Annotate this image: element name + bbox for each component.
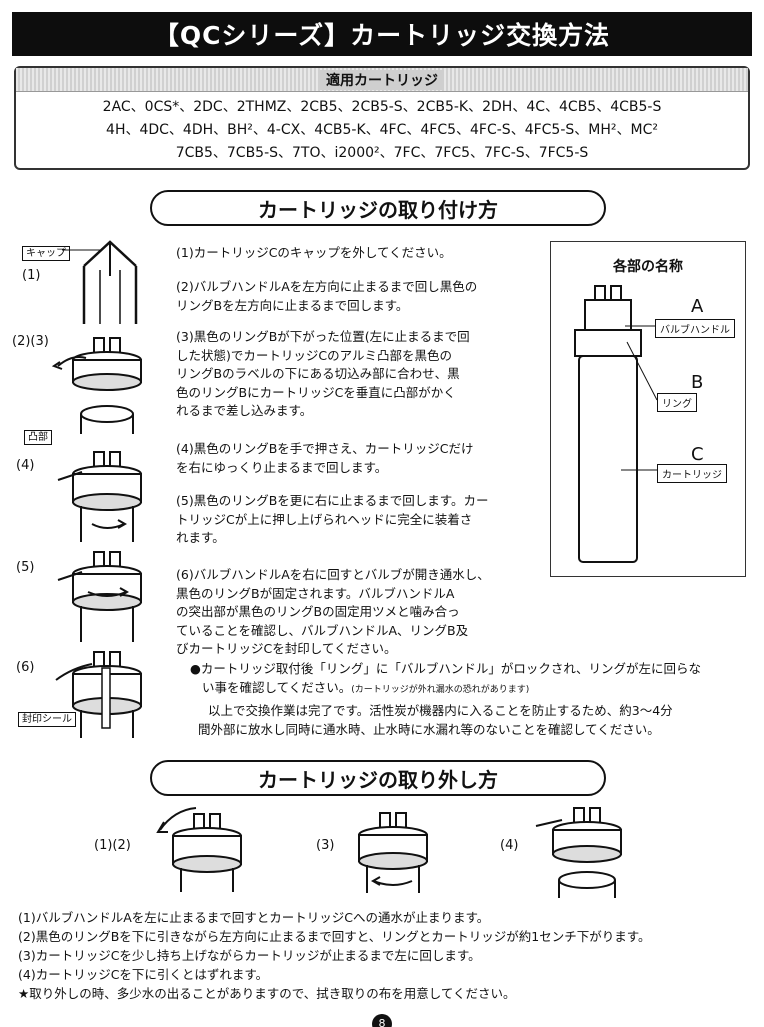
compatible-list: 2AC、0CS*、2DC、2THMZ、2CB5、2CB5-S、2CB5-K、2D… (16, 96, 748, 165)
part-letter-b: B (691, 372, 704, 393)
ring-handle-illustration-2-3 (51, 337, 142, 434)
step-line: れるまで差し込みます。 (176, 403, 313, 418)
cartridge-cap-illustration (62, 240, 138, 324)
part-letter-c: C (691, 444, 704, 465)
figure-number: (5) (16, 560, 35, 575)
step-line: (4)黒色のリングBを手で押さえ、カートリッジCだけ (176, 441, 474, 456)
note-cont: い事を確認してください。 (202, 679, 352, 695)
parts-title: 各部の名称 (613, 259, 683, 275)
convex-label: 凸部 (24, 430, 52, 445)
attach-step-3: (3)黒色のリングBが下がった位置(左に止まるまで回 した状態)でカートリッジC… (176, 328, 470, 421)
step-line: 黒色のリングBが固定されます。バルブハンドルA (176, 585, 455, 601)
ring-handle-illustration-4 (57, 451, 142, 542)
figure-number: (6) (16, 660, 35, 675)
remove-warning: ★取り外しの時、多少水の出ることがありますので、拭き取りの布を用意してください。 (18, 986, 516, 1001)
ring-handle-illustration-5 (57, 551, 142, 642)
step-line: れます。 (176, 530, 225, 545)
remove-illustration-1-2 (156, 807, 242, 892)
step-line: を右にゆっくり止まるまで回します。 (176, 459, 388, 475)
step-line: リングBを左方向に止まるまで回します。 (176, 297, 409, 313)
page-number: 8 (372, 1014, 392, 1027)
parts-leader-lines (621, 325, 658, 471)
figure-number: (2)(3) (12, 334, 49, 349)
step-line: (6)バルブハンドルAを右に回すとバルブが開き通水し、 (176, 567, 490, 582)
compatible-line: 7CB5、7CB5-S、7TO、i2000²、7FC、7FC5、7FC-S、7F… (175, 145, 589, 161)
remove-section-heading: カートリッジの取り外し方 (150, 760, 606, 796)
step-line: びカートリッジCを封印してください。 (176, 641, 397, 656)
attach-note: ●カートリッジ取付後「リング」に「バルブハンドル」がロックされ、リングが左に回ら… (190, 660, 701, 699)
step-line: トリッジCが上に押し上げられヘッドに完全に装着さ (176, 511, 473, 527)
remove-illustration-4 (535, 807, 622, 898)
remove-step-1: (1)バルブハンドルAを左に止まるまで回すとカートリッジCへの通水が止まります。 (18, 910, 490, 925)
finish-line: 間外部に放水し同時に通水時、止水時に水漏れ等のないことを確認してください。 (198, 721, 660, 737)
cartridge-parts-illustration (574, 285, 642, 563)
remove-step-2: (2)黒色のリングBを下に引きながら左方向に止まるまで回すと、リングとカートリッ… (18, 929, 651, 944)
finish-line: 以上で交換作業は完了です。活性炭が機器内に入ることを防止するため、約3～4分 (208, 703, 673, 718)
remove-step-4: (4)カートリッジCを下に引くとはずれます。 (18, 967, 269, 982)
attach-step-4: (4)黒色のリングBを手で押さえ、カートリッジCだけ を右にゆっくり止まるまで回… (176, 440, 474, 477)
compatible-header-text: 適用カートリッジ (320, 69, 444, 90)
parts-names-panel: 各部の名称 A バルブハンドル B リング C カートリッジ (550, 241, 746, 577)
figure-number: (3) (316, 838, 335, 853)
part-label-valve-handle: バルブハンドル (655, 319, 735, 338)
attach-step-1: (1)カートリッジCのキャップを外してください。 (176, 244, 452, 263)
attach-step-6: (6)バルブハンドルAを右に回すとバルブが開き通水し、 黒色のリングBが固定され… (176, 566, 490, 659)
attach-finish: 以上で交換作業は完了です。活性炭が機器内に入ることを防止するため、約3～4分 間… (198, 702, 673, 739)
step-line: ていることを確認し、バルブハンドルA、リングB及 (176, 622, 469, 638)
seal-label: 封印シール (18, 712, 76, 727)
step-line: した状態)でカートリッジCのアルミ凸部を黒色の (176, 347, 452, 363)
step-line: 色のリングBにカートリッジCを垂直に凸部がかく (176, 384, 456, 400)
part-label-ring: リング (657, 393, 697, 412)
attach-step-2: (2)バルブハンドルAを左方向に止まるまで回し黒色の リングBを左方向に止まるま… (176, 278, 477, 315)
part-label-cartridge: カートリッジ (657, 464, 727, 483)
compatible-line: 2AC、0CS*、2DC、2THMZ、2CB5、2CB5-S、2CB5-K、2D… (102, 99, 662, 115)
part-letter-a: A (691, 296, 704, 317)
remove-step-3: (3)カートリッジCを少し持ち上げながらカートリッジが止まるまで左に回します。 (18, 948, 481, 963)
note-line: ●カートリッジ取付後「リング」に「バルブハンドル」がロックされ、リングが左に回ら… (190, 661, 702, 676)
step-line: の突出部が黒色のリングBの固定用ツメと噛み合っ (176, 604, 460, 619)
step-line: (5)黒色のリングBを更に右に止まるまで回します。カー (176, 493, 489, 508)
figure-number: (1)(2) (94, 838, 131, 853)
cap-label: キャップ (22, 246, 70, 261)
figure-number: (4) (500, 838, 519, 853)
step-line: (1)カートリッジCのキャップを外してください。 (176, 245, 452, 260)
figure-number: (4) (16, 458, 35, 473)
compatible-line: 4H、4DC、4DH、BH²、4-CX、4CB5-K、4FC、4FC5、4FC-… (106, 122, 658, 138)
attach-section-heading: カートリッジの取り付け方 (150, 190, 606, 226)
remove-steps: (1)バルブハンドルAを左に止まるまで回すとカートリッジCへの通水が止まります。… (18, 908, 651, 1003)
remove-illustration-3 (358, 812, 428, 893)
note-small: (カートリッジが外れ漏水の恐れがあります) (351, 684, 530, 695)
step-line: (3)黒色のリングBが下がった位置(左に止まるまで回 (176, 329, 470, 344)
attach-step-5: (5)黒色のリングBを更に右に止まるまで回します。カー トリッジCが上に押し上げ… (176, 492, 489, 548)
compatible-header: 適用カートリッジ (16, 68, 748, 92)
ring-handle-illustration-6 (55, 651, 142, 738)
note-line: い事を確認してください。(カートリッジが外れ漏水の恐れがあります) (190, 679, 701, 700)
step-line: (2)バルブハンドルAを左方向に止まるまで回し黒色の (176, 279, 478, 294)
step-line: リングBのラベルの下にある切込み部に合わせ、黒 (176, 366, 460, 381)
page-title: 【QCシリーズ】カートリッジ交換方法 (12, 12, 752, 56)
compatible-cartridges-box: 適用カートリッジ 2AC、0CS*、2DC、2THMZ、2CB5、2CB5-S、… (14, 66, 750, 170)
figure-number: (1) (22, 268, 41, 283)
